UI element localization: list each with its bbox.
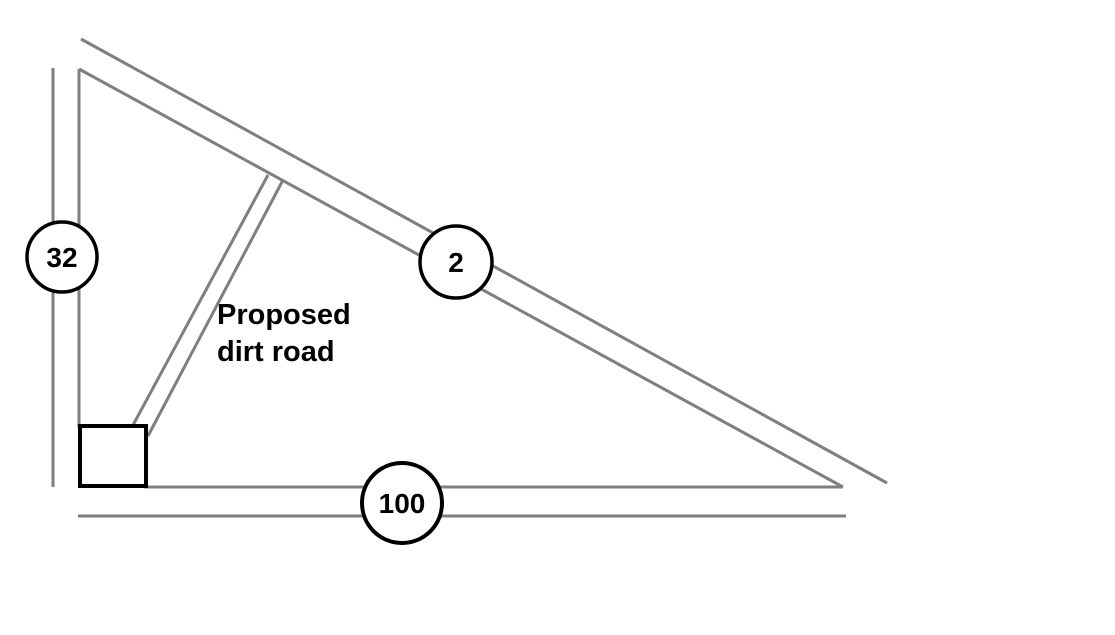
- horizontal-road-badge-circle: [360, 461, 444, 545]
- dirt-road-label: Proposed dirt road: [217, 299, 351, 368]
- horizontal-road-badge-value: 100: [379, 488, 426, 519]
- vertical-road-badge-value: 32: [46, 242, 77, 273]
- dirt-road: [130, 174, 285, 437]
- hypotenuse-road-badge-circle: [418, 224, 494, 300]
- horizontal-road: [78, 485, 846, 518]
- dirt-road-right-line: [146, 179, 285, 437]
- dirt-road-left-line: [130, 174, 270, 428]
- vertical-road-badge-circle: [25, 220, 99, 294]
- right-angle-marker: [78, 424, 148, 488]
- hypotenuse-road-badge-value: 2: [448, 247, 464, 278]
